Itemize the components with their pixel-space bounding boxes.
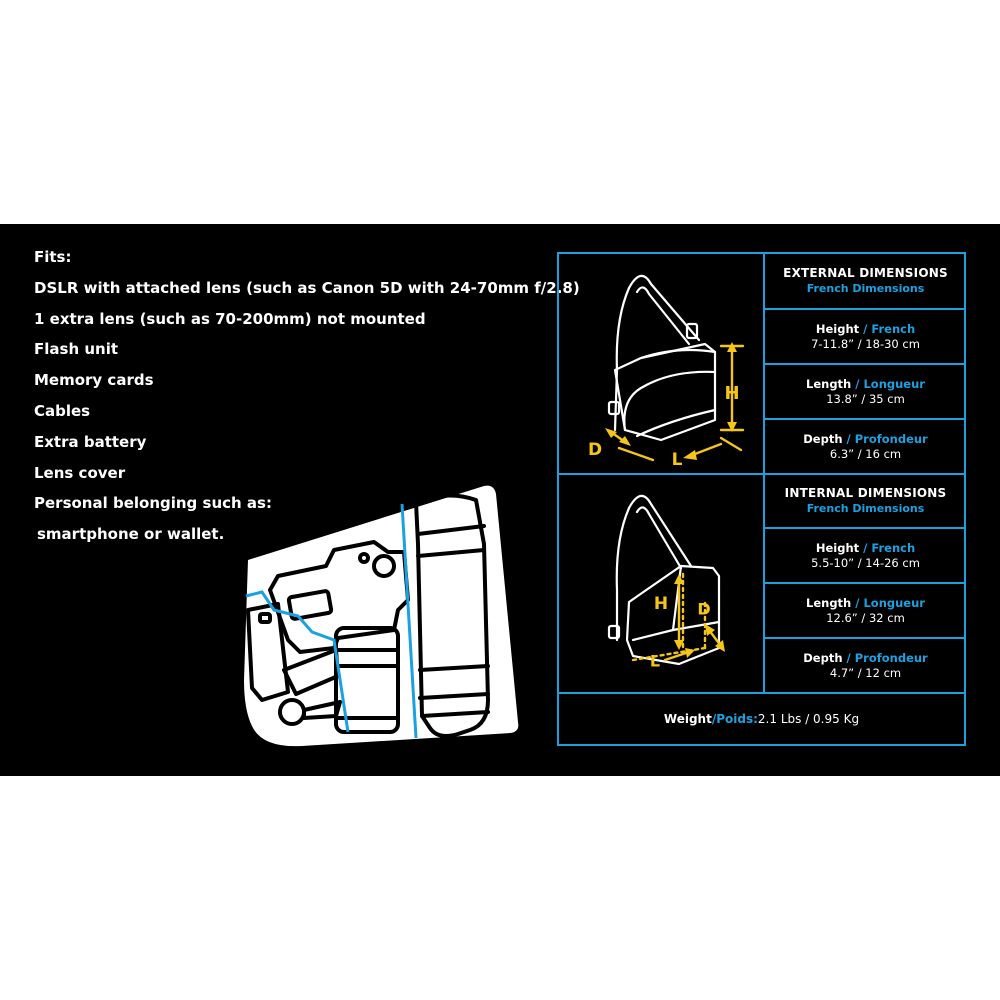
depth-alt-label: Profondeur xyxy=(854,650,928,665)
external-dimensions-header: EXTERNAL DIMENSIONS French Dimensions xyxy=(765,254,966,308)
length-label: Length xyxy=(806,595,852,610)
length-value: 13.8” / 35 cm xyxy=(826,391,905,406)
length-letter: L xyxy=(672,450,683,465)
height-letter: H xyxy=(654,594,668,614)
row-divider xyxy=(763,637,964,639)
internal-depth-row: Depth / Profondeur 4.7” / 12 cm xyxy=(765,639,966,692)
row-divider xyxy=(763,308,964,310)
dimensions-table: H L D xyxy=(557,252,966,746)
section-divider xyxy=(559,473,964,475)
depth-letter: D xyxy=(697,600,710,619)
product-info-panel: Fits: DSLR with attached lens (such as C… xyxy=(0,224,1000,776)
height-separator: / xyxy=(859,321,872,336)
weight-separator: / xyxy=(711,712,717,726)
row-divider xyxy=(763,418,964,420)
height-label: Height xyxy=(815,540,860,555)
length-value: 12.6” / 32 cm xyxy=(826,610,905,625)
fits-item: Cables xyxy=(34,401,91,420)
length-alt-label: Longueur xyxy=(863,376,925,391)
fits-item: Extra battery xyxy=(34,432,147,451)
height-alt-label: French xyxy=(871,321,916,336)
length-label: Length xyxy=(806,376,852,391)
fits-item: DSLR with attached lens (such as Canon 5… xyxy=(34,278,580,297)
fits-item: Personal belonging such as: xyxy=(34,494,272,513)
internal-height-row: Height / French 5.5-10” / 14-26 cm xyxy=(765,529,966,582)
depth-separator: / xyxy=(842,431,855,446)
external-height-row: Height / French 7-11.8” / 18-30 cm xyxy=(765,310,966,363)
length-letter: L xyxy=(650,652,660,671)
row-divider xyxy=(763,527,964,529)
depth-label: Depth xyxy=(803,431,843,446)
fits-heading: Fits: xyxy=(34,248,72,266)
weight-row: Weight / Poids: 2.1 Lbs / 0.95 Kg xyxy=(559,694,964,744)
internal-bag-diagram: H L D xyxy=(607,494,725,671)
height-value: 5.5-10” / 14-26 cm xyxy=(811,555,920,570)
bag-interior-illustration xyxy=(244,485,519,747)
length-alt-label: Longueur xyxy=(863,595,925,610)
fits-list: Fits: DSLR with attached lens (such as C… xyxy=(34,242,580,550)
depth-alt-label: Profondeur xyxy=(854,431,928,446)
height-separator: / xyxy=(859,540,872,555)
weight-alt-label: Poids: xyxy=(716,712,758,726)
external-bag-diagram: H L D xyxy=(588,274,745,465)
internal-dimensions-header: INTERNAL DIMENSIONS French Dimensions xyxy=(765,475,966,527)
depth-separator: / xyxy=(842,650,855,665)
external-depth-row: Depth / Profondeur 6.3” / 16 cm xyxy=(765,420,966,473)
height-value: 7-11.8” / 18-30 cm xyxy=(811,336,920,351)
height-alt-label: French xyxy=(871,540,916,555)
length-separator: / xyxy=(851,595,864,610)
internal-dimensions-title: INTERNAL DIMENSIONS xyxy=(784,486,947,500)
external-dimensions-subtitle: French Dimensions xyxy=(806,282,925,295)
fits-item: Flash unit xyxy=(34,340,119,359)
weight-label: Weight xyxy=(663,712,712,726)
height-letter: H xyxy=(724,383,739,404)
height-label: Height xyxy=(815,321,860,336)
fits-item: 1 extra lens (such as 70-200mm) not moun… xyxy=(34,309,426,328)
external-dimensions-title: EXTERNAL DIMENSIONS xyxy=(783,266,948,280)
external-length-row: Length / Longueur 13.8” / 35 cm xyxy=(765,365,966,418)
depth-value: 4.7” / 12 cm xyxy=(829,665,902,680)
fits-item: Lens cover xyxy=(34,463,126,482)
length-separator: / xyxy=(851,376,864,391)
internal-length-row: Length / Longueur 12.6” / 32 cm xyxy=(765,584,966,637)
row-divider xyxy=(763,363,964,365)
section-divider xyxy=(559,692,964,694)
depth-value: 6.3” / 16 cm xyxy=(829,446,902,461)
fits-item: smartphone or wallet. xyxy=(37,525,225,544)
internal-dimensions-subtitle: French Dimensions xyxy=(806,502,925,515)
weight-value: 2.1 Lbs / 0.95 Kg xyxy=(757,712,860,726)
depth-letter: D xyxy=(588,440,602,460)
depth-label: Depth xyxy=(803,650,843,665)
row-divider xyxy=(763,582,964,584)
fits-item: Memory cards xyxy=(34,371,154,390)
